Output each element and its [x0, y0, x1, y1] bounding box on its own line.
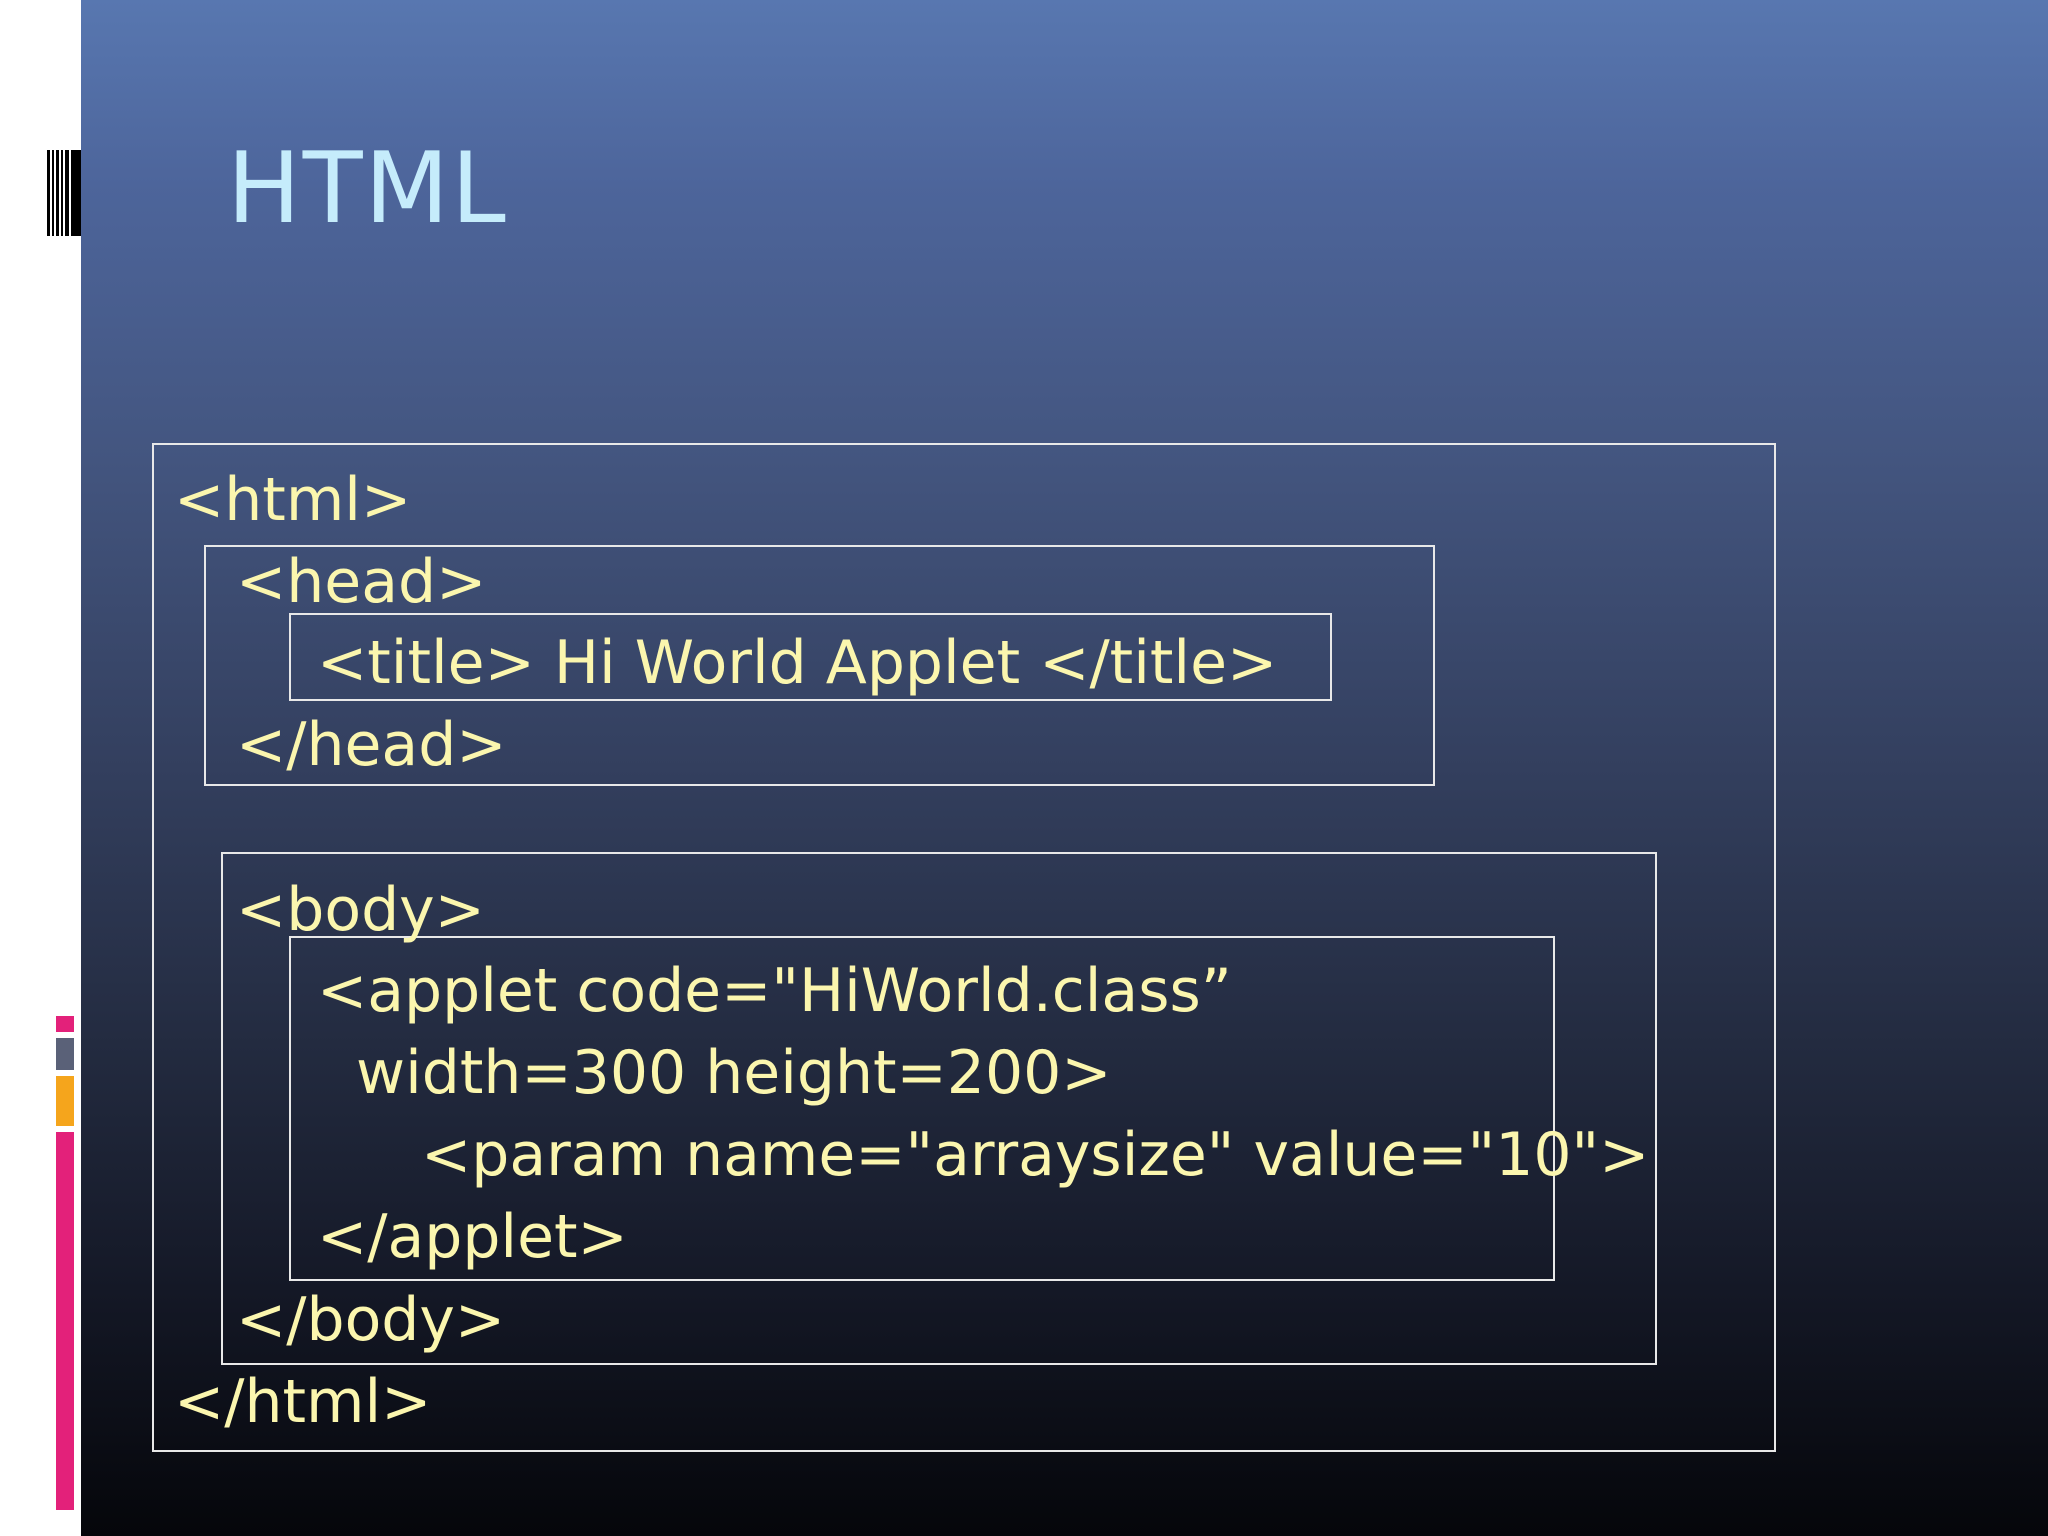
slide-title: HTML: [227, 132, 508, 246]
code-head-close: </head>: [236, 710, 507, 780]
decorative-color-bars: [56, 1016, 74, 1510]
applet-box: [289, 936, 1555, 1281]
code-applet-open: <applet code="HiWorld.class”: [317, 956, 1232, 1026]
code-applet-close: </applet>: [317, 1202, 628, 1272]
left-decoration-strip: [0, 0, 81, 1536]
code-head-open: <head>: [236, 547, 487, 617]
accent-bar-gray: [56, 1038, 74, 1070]
code-title-line: <title> Hi World Applet </title>: [317, 628, 1278, 698]
head-box: [204, 545, 1435, 786]
code-html-open: <html>: [174, 465, 412, 535]
code-body-close: </body>: [236, 1285, 506, 1355]
code-param-line: <param name="arraysize" value="10">: [421, 1120, 1650, 1190]
accent-bar-pink-small: [56, 1016, 74, 1032]
title-box: [289, 613, 1332, 701]
html-box: [152, 443, 1776, 1452]
code-body-open: <body>: [236, 875, 485, 945]
code-html-close: </html>: [174, 1367, 432, 1437]
body-box: [221, 852, 1657, 1365]
accent-bar-orange: [56, 1076, 74, 1126]
accent-bar-pink-large: [56, 1132, 74, 1510]
code-applet-attrs: width=300 height=200>: [356, 1038, 1112, 1108]
decorative-bars-top: [47, 150, 81, 236]
